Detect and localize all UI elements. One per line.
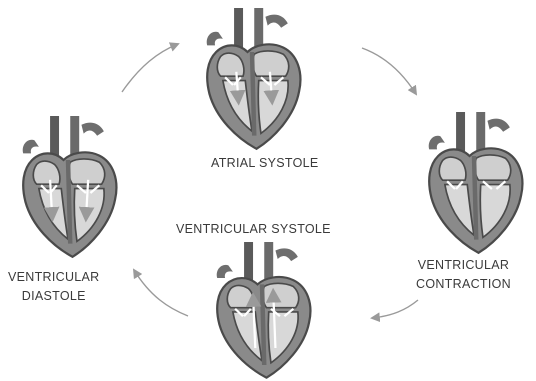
label-ventricular-contraction-line2: CONTRACTION [416, 275, 511, 294]
heart-atrial-systole-illustration [207, 8, 301, 149]
cycle-arrow-atrial-to-contraction [362, 48, 416, 94]
label-ventricular-diastole: VENTRICULAR DIASTOLE [8, 268, 100, 307]
cycle-arrow-contraction-to-systole [372, 300, 418, 318]
label-ventricular-systole-line1: VENTRICULAR SYSTOLE [176, 220, 331, 239]
label-ventricular-diastole-line2: DIASTOLE [8, 287, 100, 306]
label-atrial-systole-line1: ATRIAL SYSTOLE [211, 154, 318, 173]
cycle-arrow-systole-to-diastole [134, 270, 188, 316]
label-ventricular-contraction-line1: VENTRICULAR [416, 256, 511, 275]
heart-ventricular-contraction-illustration [429, 112, 523, 253]
heart-ventricular-systole-illustration [217, 242, 311, 378]
label-atrial-systole: ATRIAL SYSTOLE [211, 154, 318, 173]
cycle-arrow-diastole-to-atrial [122, 44, 178, 92]
label-ventricular-systole: VENTRICULAR SYSTOLE [176, 220, 331, 239]
label-ventricular-contraction: VENTRICULAR CONTRACTION [416, 256, 511, 295]
label-ventricular-diastole-line1: VENTRICULAR [8, 268, 100, 287]
heart-ventricular-diastole-illustration [23, 116, 117, 257]
